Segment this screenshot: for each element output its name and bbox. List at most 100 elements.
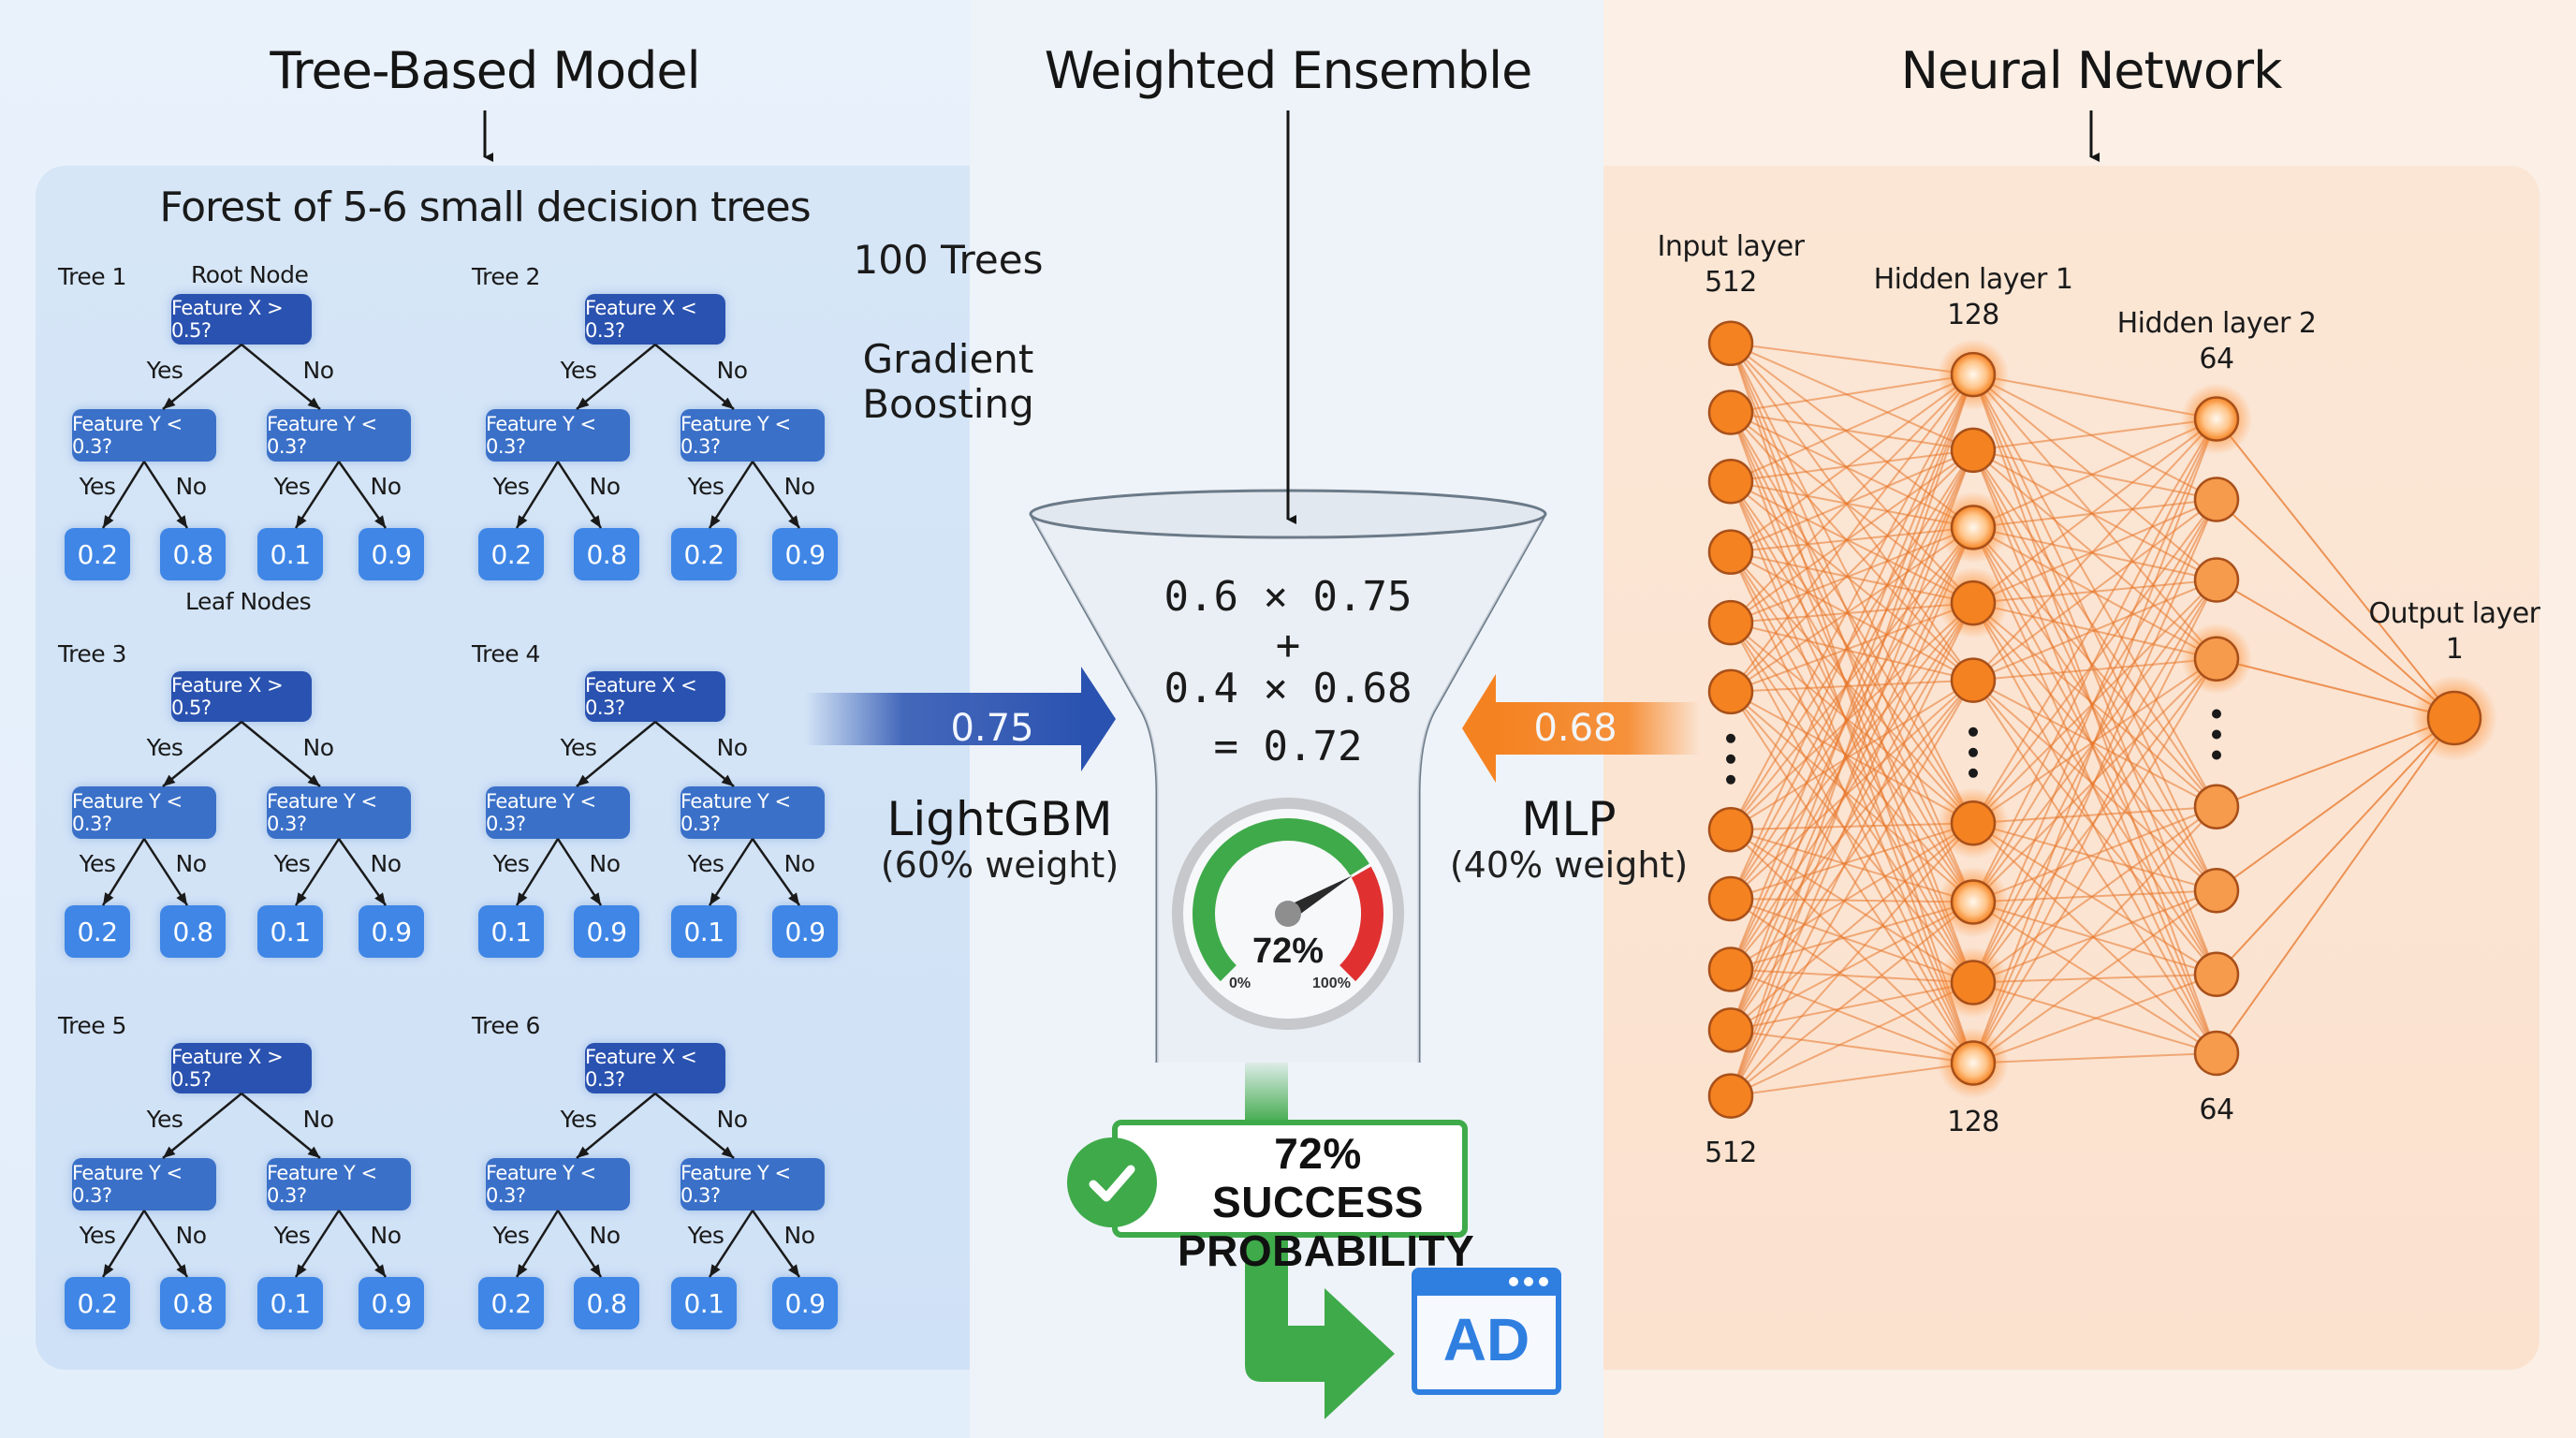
nn-connection <box>1730 602 1974 693</box>
nn-connection <box>1972 418 2217 983</box>
neuron <box>2193 784 2240 829</box>
hidden2-layer-size: 64 <box>2199 343 2234 375</box>
tree-edge-arrowhead <box>307 774 320 786</box>
nn-connection <box>1730 448 1974 553</box>
nn-connection <box>1730 411 1974 529</box>
no-label: No <box>370 1222 402 1249</box>
tree-leaf-node: 0.9 <box>772 905 838 958</box>
tree-leaf-node: 0.8 <box>160 905 226 958</box>
nn-connection <box>1972 580 2217 1064</box>
hidden1-layer-bottom-size: 128 <box>1947 1106 1999 1138</box>
nn-connection <box>1972 448 2217 501</box>
nn-connection <box>1730 526 1974 970</box>
nn-connection <box>1730 374 1974 414</box>
nn-connection <box>1730 374 1974 693</box>
nn-connection <box>1730 342 1974 451</box>
tree-edge <box>708 838 754 906</box>
tree-edge-arrowhead <box>517 892 528 905</box>
nn-connection <box>1730 480 1974 529</box>
mlp-name: MLP <box>1521 792 1617 846</box>
nn-connection <box>1730 449 1974 830</box>
tree-leaf-node: 0.1 <box>671 1277 737 1329</box>
nn-connection <box>1730 551 1974 903</box>
tree-edge-arrowhead <box>517 1264 528 1277</box>
nn-connection <box>1730 602 1974 971</box>
no-label: No <box>716 1106 749 1133</box>
mlp-arrow <box>1462 674 1700 783</box>
neuron <box>2193 557 2240 603</box>
neuron <box>2426 690 2482 746</box>
nn-connection <box>1972 418 2217 604</box>
nn-connection <box>1730 526 1974 1031</box>
nn-connection <box>1972 498 2217 529</box>
yes-label: Yes <box>79 473 116 500</box>
tree-title: Tree 5 <box>58 1012 126 1039</box>
tree-split-node: Feature Y < 0.3? <box>267 786 411 839</box>
nn-connection <box>1730 901 1974 1097</box>
tree-edge <box>515 461 560 529</box>
output-layer-label: Output layer 1 <box>2368 596 2540 668</box>
nn-connection <box>1972 679 2217 976</box>
nn-connection <box>1972 579 2217 682</box>
tree-edge-arrowhead <box>307 1146 320 1158</box>
tree-edge-arrowhead <box>296 1264 307 1277</box>
nn-connection <box>1972 374 2217 501</box>
neuron <box>2193 636 2240 682</box>
lightgbm-output-value: 0.75 <box>950 707 1034 750</box>
nn-connections <box>1730 342 2455 1097</box>
tree-edge-arrowhead <box>176 892 187 905</box>
neuron <box>2193 477 2240 522</box>
tree-edge <box>751 1210 801 1278</box>
nn-connection <box>1730 374 1974 970</box>
nn-connection <box>1972 973 2217 1064</box>
nn-connection <box>1972 498 2217 682</box>
tree-leaf-node: 0.1 <box>478 905 544 958</box>
yes-label: Yes <box>273 473 311 500</box>
nn-connection <box>1730 374 1974 900</box>
tree-edge <box>556 1210 603 1278</box>
gauge-value-label: 72% <box>1251 932 1325 971</box>
no-label: No <box>783 473 816 500</box>
tree-edge-arrowhead <box>721 397 734 409</box>
tree-title: Tree 3 <box>58 640 126 668</box>
gauge-max-label: 100% <box>1312 976 1351 991</box>
yes-label: Yes <box>687 473 724 500</box>
tree-leaf-node: 0.2 <box>65 905 130 958</box>
nn-connection <box>1972 901 2217 976</box>
nn-connection <box>1730 374 1974 553</box>
yes-label: Yes <box>560 734 597 761</box>
mlp-weight: (40% weight) <box>1449 844 1689 886</box>
nn-connection <box>2216 717 2455 892</box>
neuron <box>1707 807 1754 853</box>
tree-root-node: Feature X < 0.3? <box>585 1043 725 1093</box>
nn-connection <box>1730 602 1974 1031</box>
nn-connection <box>1730 602 1974 1097</box>
yes-label: Yes <box>146 357 183 384</box>
tree-root-node: Feature X < 0.3? <box>585 294 725 345</box>
nn-connection <box>1972 526 2217 660</box>
nn-connection <box>1972 602 2217 976</box>
lightgbm-weight: (60% weight) <box>880 844 1120 886</box>
no-label: No <box>589 1222 622 1249</box>
nn-connection <box>1730 374 1974 1031</box>
input-layer-label: Input layer 512 <box>1658 229 1805 301</box>
nn-connection <box>1730 822 1974 1097</box>
gauge-green-arc <box>1193 818 1369 982</box>
nn-connection <box>1730 602 1974 900</box>
hidden2-layer-name: Hidden layer 2 <box>2116 307 2317 340</box>
nn-connection <box>1730 343 1974 983</box>
nn-connection <box>1972 526 2217 891</box>
nn-connection <box>1730 981 1974 1097</box>
ellipsis-dot <box>1726 774 1735 785</box>
nn-connection <box>1730 480 1974 983</box>
boosting-label: Gradient Boosting <box>862 337 1034 427</box>
nn-connection <box>1730 901 1974 1032</box>
tree-edge-arrowhead <box>374 515 386 528</box>
tree-model-title: Tree-Based Model <box>270 41 700 100</box>
nn-connection <box>1730 343 1974 902</box>
tree-edge <box>337 461 388 529</box>
formula-plus: + <box>1275 622 1301 669</box>
tree-edge <box>654 344 735 410</box>
ad-label: AD <box>1442 1306 1530 1373</box>
nn-connection <box>1730 551 1974 1064</box>
